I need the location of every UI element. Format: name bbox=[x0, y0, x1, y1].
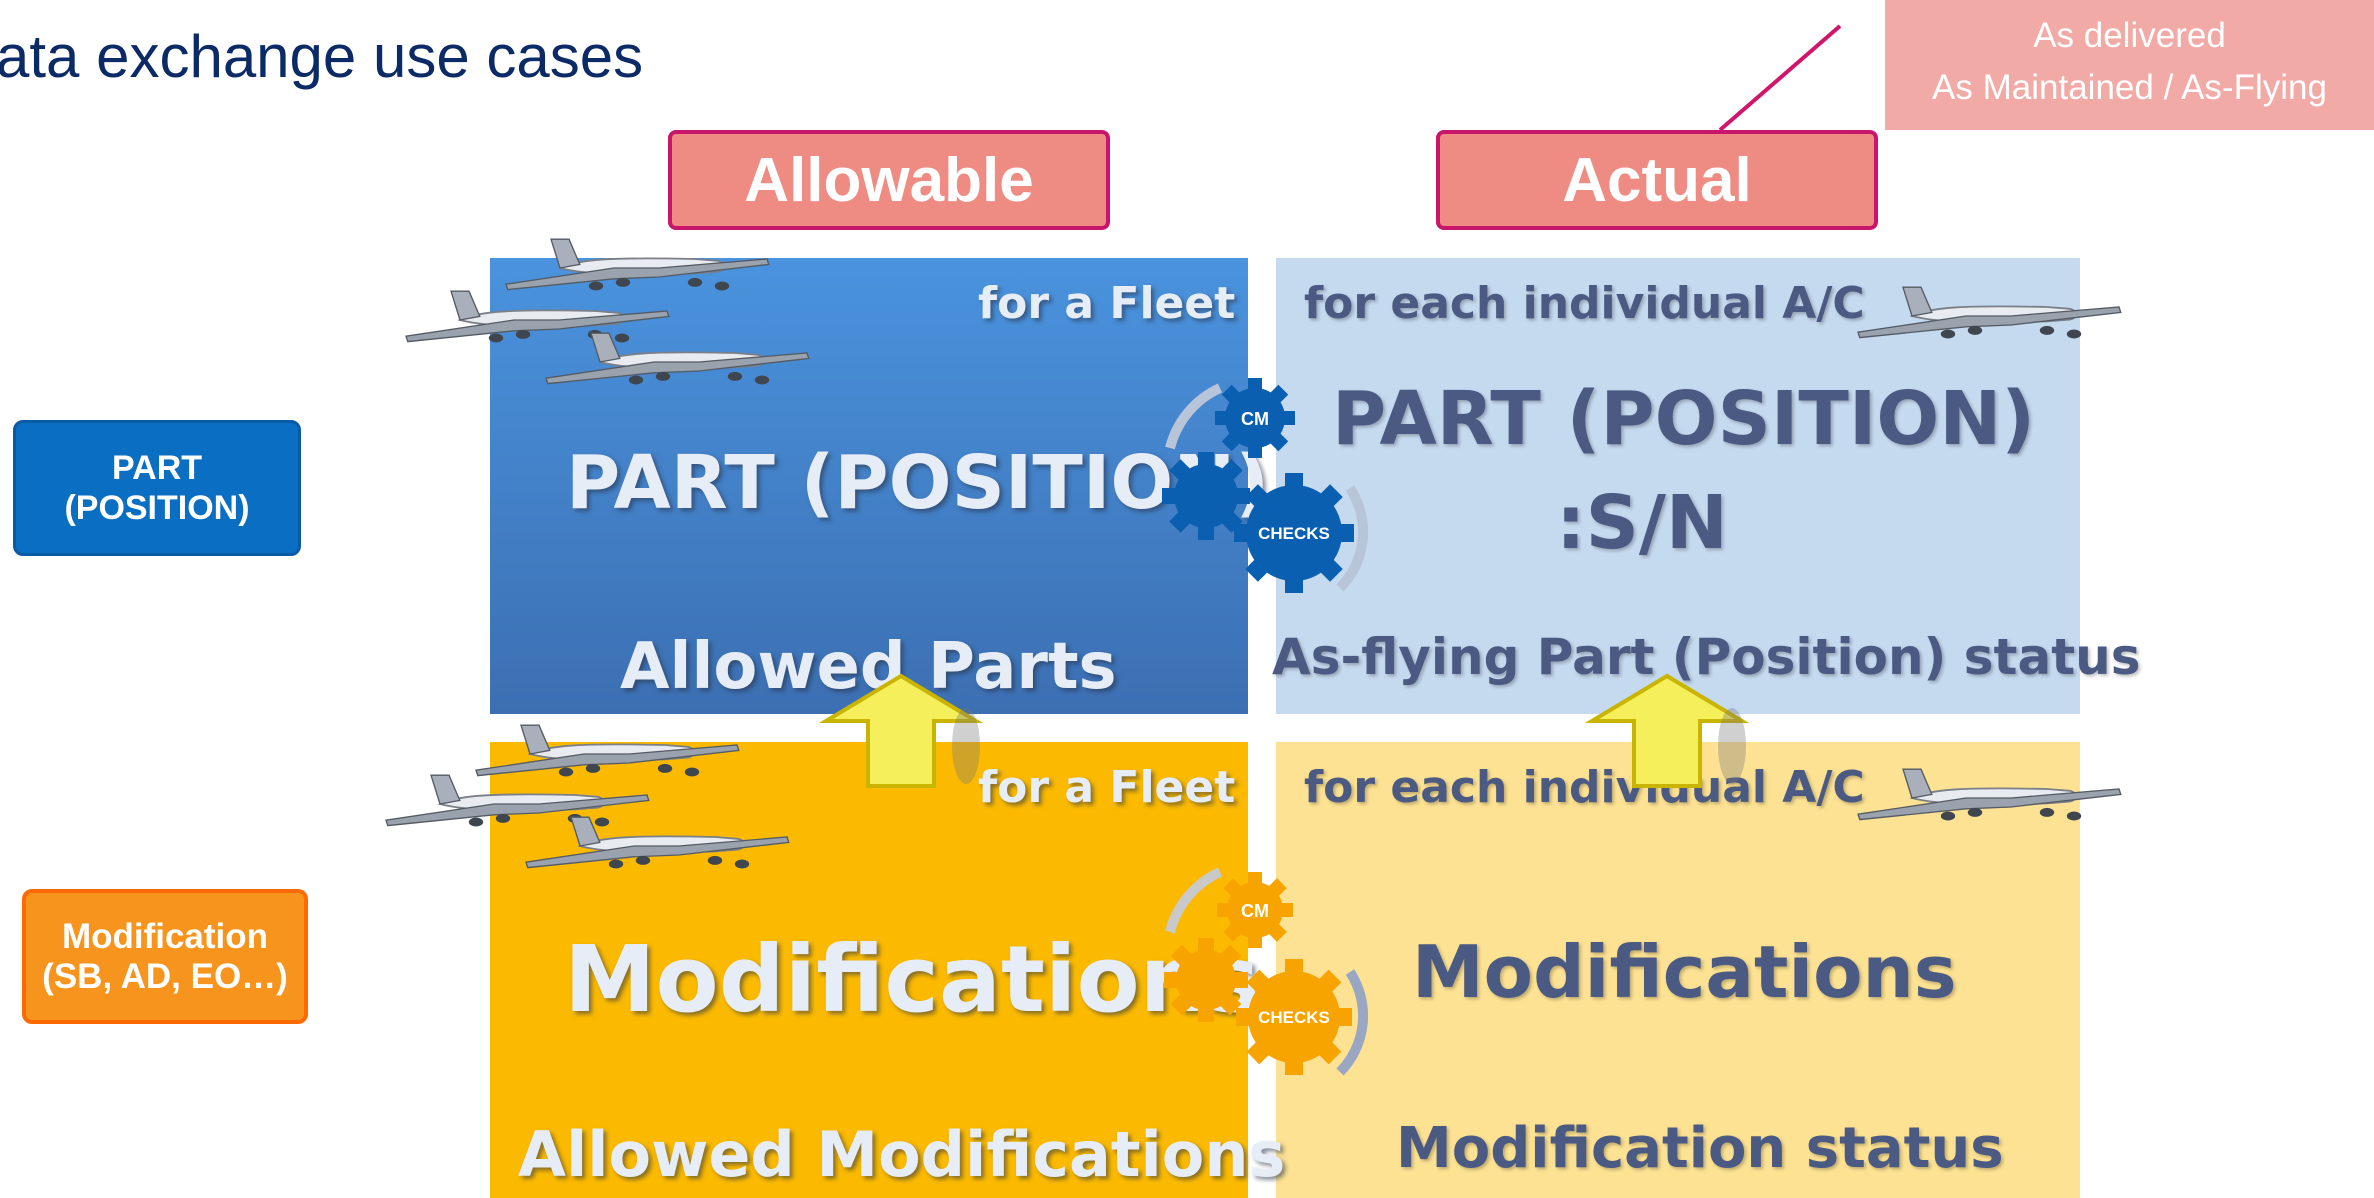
mod-actual-main: Modifications bbox=[1412, 930, 1957, 1014]
mod-allowable-scope: for a Fleet bbox=[978, 762, 1236, 813]
mod-allowable-sub: Allowed Modifications bbox=[518, 1118, 1286, 1191]
gear-icon: CM bbox=[1215, 378, 1295, 458]
part-allowable-main: PART (POSITION) bbox=[566, 440, 1270, 526]
quadrant-part-allowable bbox=[490, 258, 1248, 714]
gear-checks-label: CHECKS bbox=[1258, 524, 1330, 543]
row-label-modification: Modification (SB, AD, EO…) bbox=[22, 889, 308, 1024]
quadrant-mod-allowable bbox=[490, 742, 1248, 1198]
gear-icon: CHECKS bbox=[1234, 473, 1354, 593]
row-label-part: PART (POSITION) bbox=[13, 420, 301, 556]
airplane-icon bbox=[525, 816, 790, 870]
gear-checks-label: CHECKS bbox=[1258, 1008, 1330, 1027]
part-actual-main-line-2: :S/N bbox=[1556, 480, 1728, 566]
row-label-mod-line-1: Modification bbox=[61, 916, 269, 956]
header-actual: Actual bbox=[1436, 130, 1878, 230]
callout-line-2: As Maintained / As-Flying bbox=[1932, 68, 2327, 107]
mod-actual-sub: Modification status bbox=[1396, 1116, 2004, 1181]
gear-cluster-mod: CM CHECKS bbox=[1164, 867, 1369, 1076]
gear-cm-label: CM bbox=[1241, 901, 1269, 921]
up-arrow-icon bbox=[1584, 673, 1750, 788]
airplane-icon bbox=[545, 332, 810, 386]
mod-actual-scope: for each individual A/C bbox=[1304, 762, 1865, 813]
callout-line-1: As delivered bbox=[2033, 16, 2226, 55]
part-actual-main-line-1: PART (POSITION) bbox=[1332, 376, 2036, 462]
airplane-icon bbox=[1857, 768, 2122, 822]
gear-icon: CHECKS bbox=[1236, 959, 1352, 1075]
header-allowable: Allowable bbox=[668, 130, 1110, 230]
callout-box: As delivered As Maintained / As-Flying bbox=[1885, 0, 2374, 130]
airplane-icon bbox=[1857, 286, 2122, 340]
up-arrow-icon bbox=[818, 673, 984, 788]
gear-icon bbox=[1164, 938, 1248, 1022]
row-label-mod-line-2: (SB, AD, EO…) bbox=[42, 956, 288, 996]
row-label-part-line-2: (POSITION) bbox=[64, 489, 250, 527]
gear-cm-label: CM bbox=[1241, 409, 1269, 429]
page-title: ata exchange use cases bbox=[0, 23, 644, 90]
mod-allowable-main: Modifications bbox=[564, 926, 1260, 1033]
part-allowable-scope: for a Fleet bbox=[978, 278, 1236, 329]
part-actual-sub: As-flying Part (Position) status bbox=[1272, 628, 2141, 686]
row-label-part-line-1: PART bbox=[111, 449, 203, 487]
part-actual-scope: for each individual A/C bbox=[1304, 278, 1865, 329]
gear-icon: CM bbox=[1217, 872, 1293, 948]
gear-icon bbox=[1162, 452, 1250, 540]
part-allowable-sub: Allowed Parts bbox=[620, 630, 1117, 704]
gear-cluster-part: CM CHECKS bbox=[1162, 378, 1369, 593]
